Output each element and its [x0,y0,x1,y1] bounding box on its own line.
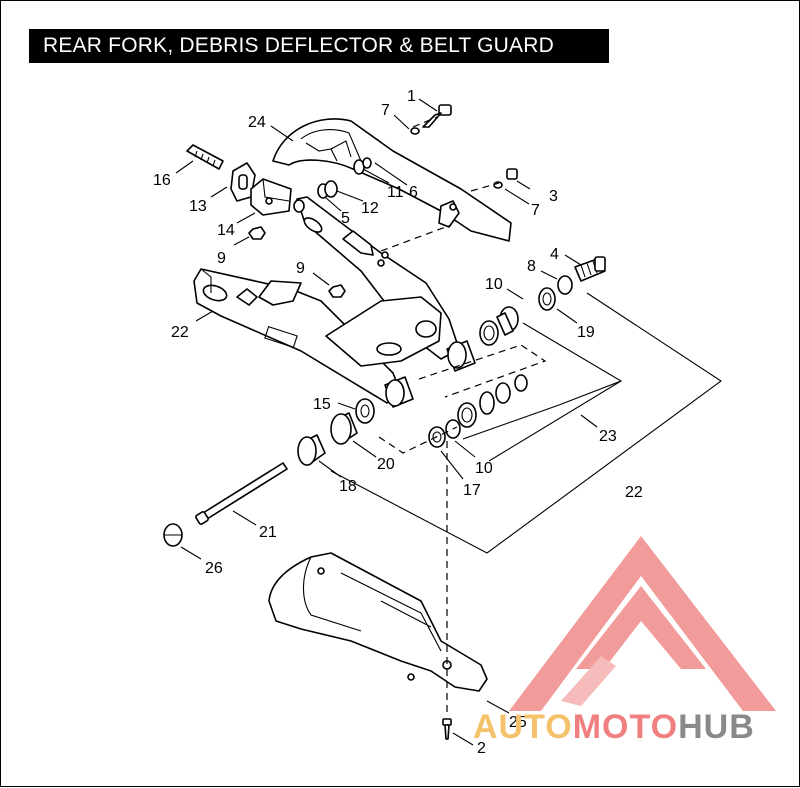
callout-7-top: 7 [381,102,390,119]
pivot-shaft-21 [195,462,288,525]
callout-21: 21 [259,524,277,541]
watermark-auto: AUTOMOTOHUB [473,708,755,746]
cap-26 [163,523,183,547]
alignment-lines [378,116,547,717]
callout-1: 1 [407,88,416,105]
callout-22-right: 22 [625,484,643,501]
belt-guard [272,118,512,242]
block-14 [250,178,292,216]
callout-8: 8 [527,258,536,275]
callout-26: 26 [205,560,223,577]
callout-17: 17 [463,482,481,499]
leader-lines [175,98,598,746]
washers-5-12 [293,157,372,213]
callout-15: 15 [313,396,331,413]
callout-16: 16 [153,172,171,189]
callout-6: 6 [409,184,418,201]
callout-3: 3 [549,188,558,205]
bearing-set-lower [428,374,528,448]
callout-20: 20 [377,456,395,473]
callout-13: 13 [189,198,207,215]
callout-19: 19 [577,324,595,341]
rear-fork [193,196,476,408]
bolt-4 [574,256,606,282]
screw-2 [442,718,452,740]
callout-12: 12 [361,200,379,217]
callout-11: 11 [387,184,404,201]
bearing-set-upper [479,306,519,346]
callout-7-right: 7 [531,202,540,219]
bushing-20 [330,412,358,445]
nuts-9 [248,226,346,298]
bolt-3 [493,168,518,189]
callout-22-left: 22 [171,324,189,341]
diagram-title: REAR FORK, DEBRIS DEFLECTOR & BELT GUARD [29,29,609,63]
callout-4: 4 [550,246,559,263]
callout-10-bottom: 10 [475,460,493,477]
spacer-15 [355,398,375,424]
kit-brackets [330,292,722,554]
callout-24: 24 [248,114,266,131]
watermark-text: AUTOMOTOHUB [473,708,755,746]
bolt-16 [186,144,224,170]
clamp-13 [230,162,256,202]
watermark-logo [509,536,776,711]
callout-14: 14 [217,222,235,239]
debris-deflector [268,552,488,692]
callout-9-left: 9 [217,250,226,267]
callout-5: 5 [341,210,350,227]
callout-23: 23 [599,428,617,445]
bolt-1 [410,104,452,135]
callout-10-top: 10 [485,276,503,293]
callout-9-mid: 9 [296,260,305,277]
callout-labels: 1 7 24 16 13 14 9 9 5 12 11 6 3 7 4 8 10… [153,88,643,757]
callout-18: 18 [339,478,357,495]
washers-8-19 [538,275,573,311]
callout-25: 25 [509,714,527,731]
callout-2: 2 [477,740,486,757]
sleeve-18 [297,434,326,466]
